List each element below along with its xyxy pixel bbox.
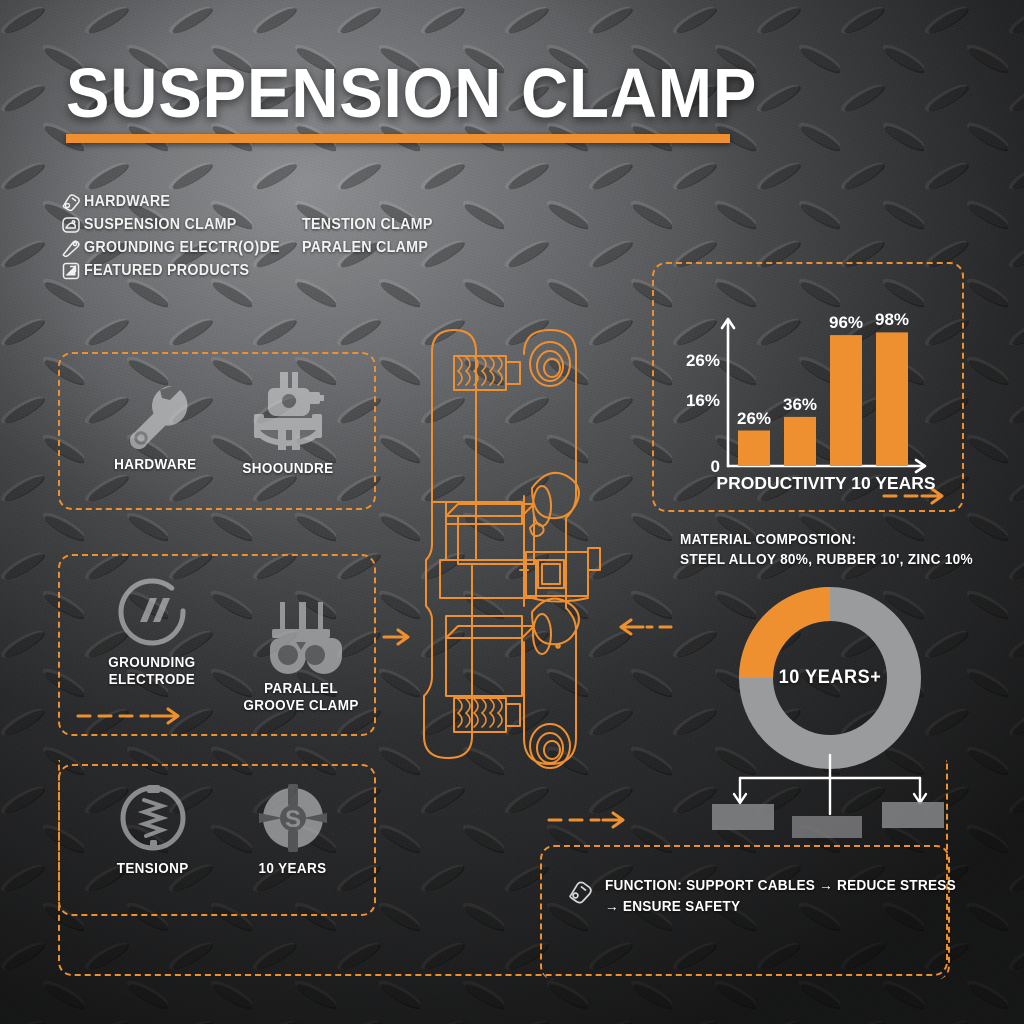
donut-child-box [712, 804, 774, 830]
grounding-electrode-icon [114, 576, 190, 648]
product-hardware[interactable]: HARDWARE [90, 376, 220, 474]
productivity-bar-chart: 26% 36% 96% 98% 0 16% 26% PRODUCTIVITY 1… [686, 310, 936, 493]
featured-products-icon [58, 260, 84, 282]
parallel-groove-clamp-icon [258, 598, 344, 674]
clamp-bolt-icon [566, 878, 596, 909]
product-grounding-electrode[interactable]: GROUNDING ELECTRODE [82, 576, 222, 689]
arrow-to-function-block [547, 811, 625, 829]
product-10-years[interactable]: S 10 YEARS [228, 782, 358, 878]
donut-child-box [792, 816, 862, 844]
legend-label-secondary: PARALEN CLAMP [302, 238, 429, 256]
product-parallel-groove-clamp[interactable]: PARALLEL GROOVE CLAMP [226, 598, 376, 715]
suspension-clamp-line-art [406, 316, 630, 807]
legend-row[interactable]: SUSPENSION CLAMP TENSTION CLAMP [58, 213, 444, 236]
tension-card: TENSIONP S 10 YEARS [58, 764, 376, 916]
productivity-chart-frame [652, 262, 964, 512]
donut-connector-right [912, 776, 928, 805]
function-dashed-frame [540, 845, 950, 980]
function-block: FUNCTION: SUPPORT CABLES → REDUCE STRESS… [566, 876, 978, 918]
arrow-grounding-out [76, 707, 180, 725]
y-axis-arrowhead [720, 317, 736, 330]
donut-child-boxes [712, 802, 944, 844]
arrow-chart-bottom [882, 487, 944, 505]
y-tick-16: 16% [686, 391, 720, 410]
arrow-into-illustration-right [619, 618, 673, 636]
clamp-bolt-icon [58, 191, 84, 213]
x-axis-arrowhead [914, 458, 927, 474]
title-underline [66, 134, 730, 143]
product-label: GROUNDING ELECTRODE [108, 655, 196, 688]
svg-text:S: S [285, 806, 301, 833]
product-shooundre[interactable]: SHOOUNDRE [218, 368, 358, 478]
suspension-clamp-icon [246, 368, 330, 454]
legend-row[interactable]: FEATURED PRODUCTS [58, 259, 444, 282]
bar-label-2: 36% [783, 395, 817, 414]
bar-label-3: 96% [829, 313, 863, 332]
y-tick-26: 26% [686, 351, 720, 370]
legend-list: HARDWARE SUSPENSION CLAMP TENSTION CLAMP [58, 190, 444, 282]
material-composition-text: MATERIAL COMPOSTION: STEEL ALLOY 80%, RU… [680, 532, 973, 568]
hardware-card: HARDWARE [58, 352, 376, 510]
wrench-icon [118, 376, 192, 450]
product-label: TENSIONP [117, 861, 189, 877]
legend-label-primary: HARDWARE [84, 192, 171, 210]
page-title: SUSPENSION CLAMP [66, 54, 758, 132]
durability-badge-icon: S [257, 782, 329, 854]
legend-label-primary: GROUNDING ELECTR(O)DE [84, 238, 280, 256]
chart-x-label: PRODUCTIVITY 10 YEARS [716, 473, 935, 493]
legend-row[interactable]: HARDWARE [58, 190, 444, 213]
product-tension[interactable]: TENSIONP [88, 782, 218, 878]
product-label: HARDWARE [113, 457, 197, 473]
durability-donut-chart: 10 YEARS+ [700, 578, 960, 844]
bars [738, 332, 908, 466]
legend-label-primary: SUSPENSION CLAMP [84, 215, 237, 233]
bar-4 [876, 332, 908, 466]
arrow-into-illustration-left [382, 628, 410, 646]
donut-segment-highlight [739, 587, 921, 769]
bar-1 [738, 430, 770, 466]
grounding-electrode-icon [58, 237, 84, 259]
bar-label-4: 98% [875, 310, 909, 329]
product-label: SHOOUNDRE [242, 461, 334, 477]
donut-child-box [882, 802, 944, 828]
function-text: FUNCTION: SUPPORT CABLES → REDUCE STRESS… [605, 878, 956, 915]
product-label: PARALLEL GROOVE CLAMP [243, 681, 359, 714]
y-tick-0: 0 [711, 457, 720, 476]
spring-tension-icon [117, 782, 189, 854]
legend-label-secondary: TENSTION CLAMP [302, 215, 433, 233]
suspension-clamp-icon [58, 214, 84, 236]
bar-2 [784, 416, 816, 466]
bar-3 [830, 335, 862, 466]
donut-connector-left [732, 776, 748, 805]
bar-label-1: 26% [737, 409, 771, 428]
grounding-card: GROUNDING ELECTRODE PARALLEL GRO [58, 554, 376, 736]
legend-row[interactable]: GROUNDING ELECTR(O)DE PARALEN CLAMP [58, 236, 444, 259]
product-label: 10 YEARS [259, 861, 327, 877]
legend-label-primary: FEATURED PRODUCTS [84, 261, 250, 279]
